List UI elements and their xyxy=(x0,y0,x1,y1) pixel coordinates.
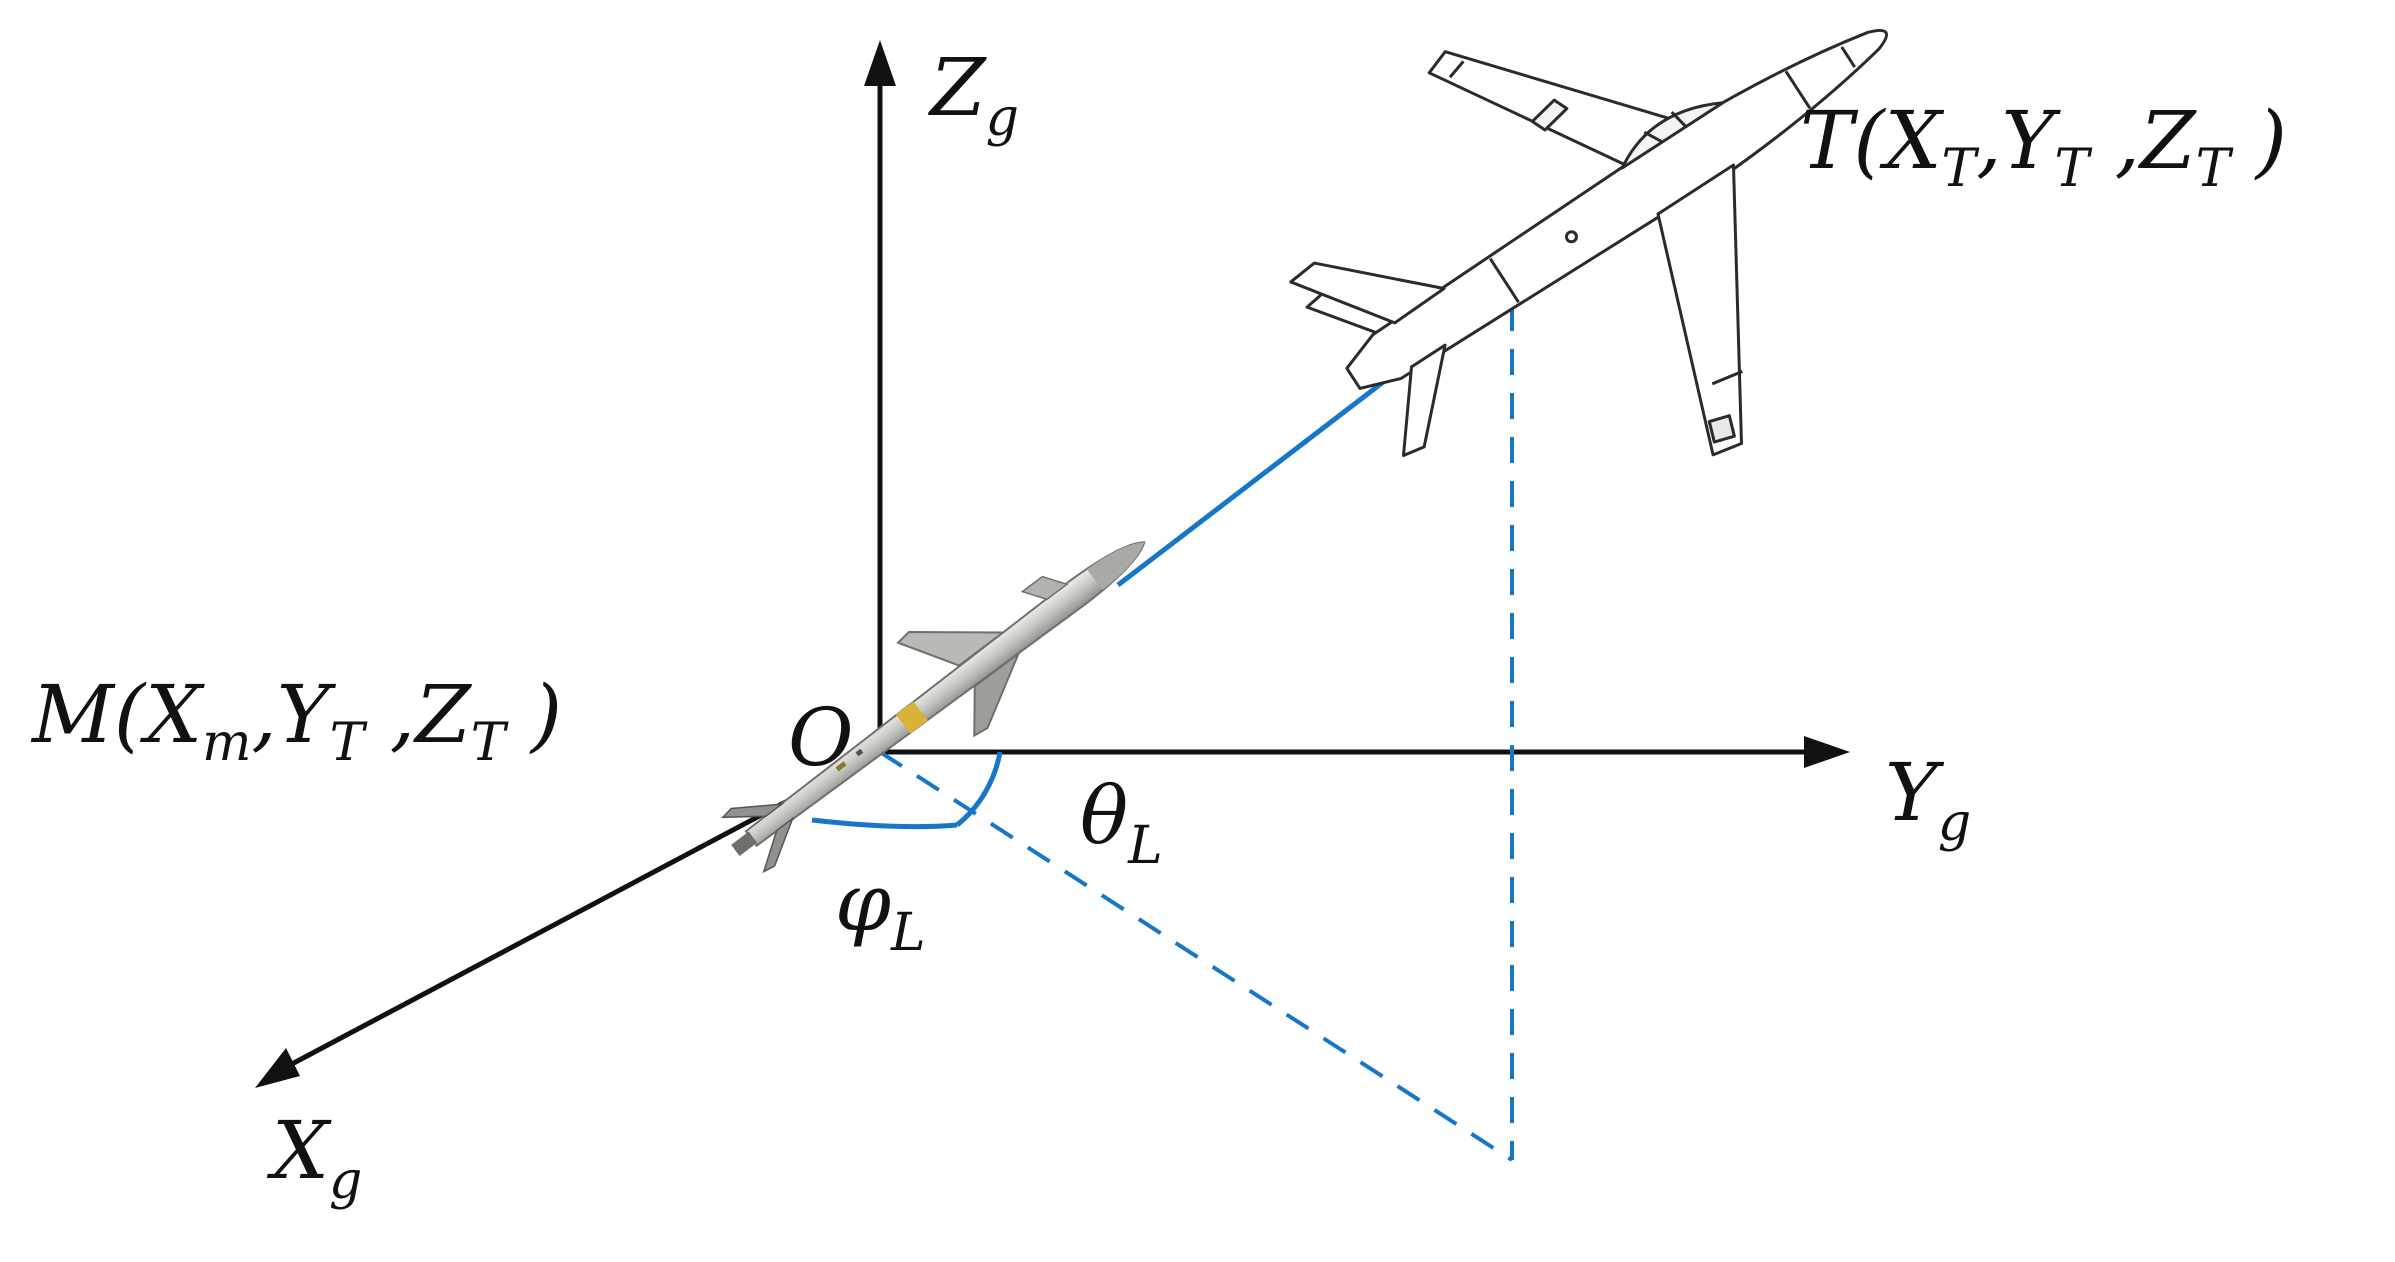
y-axis xyxy=(880,736,1850,768)
phi-label: φL xyxy=(835,856,926,963)
x-axis-label: Xg xyxy=(266,1104,362,1211)
projection-lines xyxy=(878,305,1514,1162)
origin-label: O xyxy=(788,691,854,784)
missile-coordinates-label: M(Xm,YT ,ZT ) xyxy=(30,668,562,773)
x-axis-arrowhead xyxy=(255,1048,300,1088)
z-axis-arrowhead xyxy=(864,40,896,86)
aircraft-icon xyxy=(1289,28,1888,458)
theta-angle-arc xyxy=(955,751,1003,827)
z-axis-label: Zg xyxy=(927,41,1019,148)
target-coordinates-label: T(XT,YT ,ZT ) xyxy=(1800,94,2287,199)
phi-angle-arc xyxy=(811,817,958,830)
missile-icon xyxy=(721,541,1146,874)
z-axis xyxy=(864,40,896,752)
y-axis-label: Yg xyxy=(1885,746,1971,853)
y-axis-arrowhead xyxy=(1804,736,1850,768)
theta-label: θL xyxy=(1080,769,1163,876)
ground-projection-line xyxy=(878,750,1514,1162)
